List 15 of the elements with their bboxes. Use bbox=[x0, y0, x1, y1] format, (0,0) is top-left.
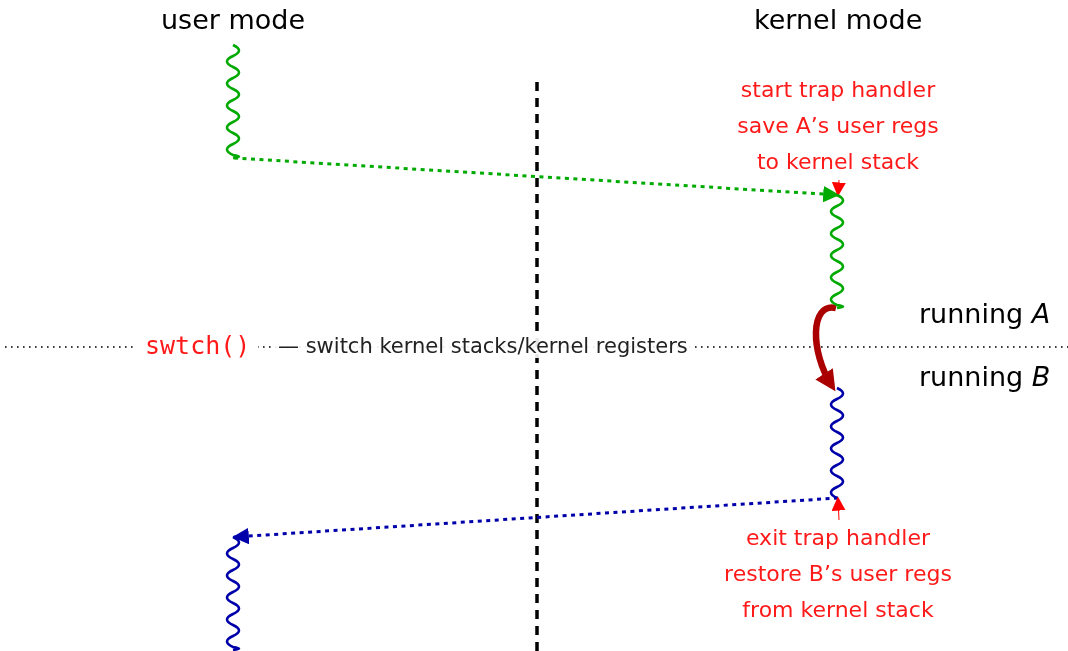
annotation-text: restore B’s user regs bbox=[723, 560, 953, 588]
arrow bbox=[233, 156, 840, 203]
arrow bbox=[831, 179, 846, 197]
annotation-text: from kernel stack bbox=[741, 596, 935, 624]
annotation-text: to kernel stack bbox=[755, 148, 921, 176]
mode-heading: user mode bbox=[161, 4, 306, 35]
annotation-text: start trap handler bbox=[739, 76, 937, 104]
state-label: running A bbox=[919, 298, 1051, 329]
description-text: — switch kernel stacks/kernel registers bbox=[274, 334, 692, 358]
annotation-text: exit trap handler bbox=[744, 524, 931, 552]
arrow bbox=[831, 496, 846, 521]
arrow bbox=[232, 496, 839, 545]
annotation-text: save A’s user regs bbox=[736, 112, 940, 140]
mode-heading: kernel mode bbox=[754, 4, 923, 35]
state-label: running B bbox=[919, 361, 1051, 392]
